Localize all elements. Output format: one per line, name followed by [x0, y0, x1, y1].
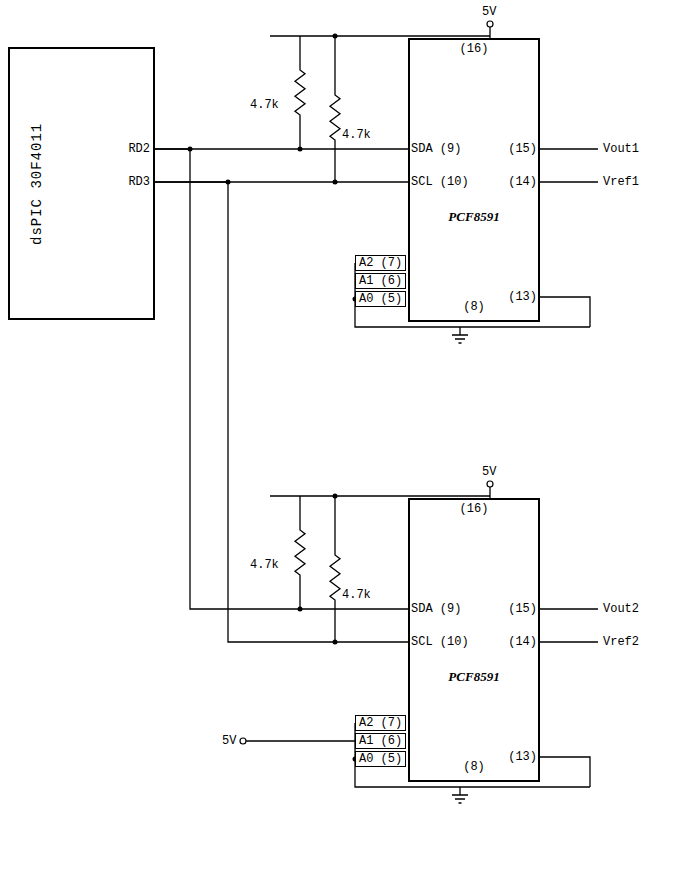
pin-label: A0 (5) [355, 291, 406, 307]
pin-label: A2 (7) [355, 715, 406, 731]
signal-wire [155, 182, 408, 642]
chip-label: dsPIC 30F4011 [30, 122, 44, 244]
pin-label: (14) [508, 175, 537, 189]
signal-label: Vref1 [603, 175, 639, 189]
ground-symbol [452, 795, 468, 803]
ground-wire [355, 723, 590, 795]
pin-label: (15) [508, 602, 537, 616]
microcontroller-box: dsPIC 30F4011 RD2RD3 [8, 47, 155, 320]
signal-label: 4.7k [342, 588, 371, 602]
pin-label: (8) [410, 300, 538, 314]
pin-label: RD2 [128, 142, 150, 156]
signal-label: Vout2 [603, 602, 639, 616]
pin-label: A2 (7) [355, 255, 406, 271]
dac-chip: (16)SDA (9)SCL (10)(15)(14)PCF8591A2 (7)… [408, 38, 540, 322]
chip-label: PCF8591 [410, 210, 538, 224]
pin-label: (13) [508, 290, 537, 304]
signal-label: 4.7k [342, 128, 371, 142]
supply-terminal [487, 481, 493, 487]
pin-label: (15) [508, 142, 537, 156]
signal-label: 5V [222, 734, 236, 748]
ground-symbol [452, 335, 468, 343]
resistor-symbol [295, 496, 305, 609]
resistor-symbol [330, 496, 340, 642]
pin-label: (16) [410, 42, 538, 56]
dac-chip: (16)SDA (9)SCL (10)(15)(14)PCF8591A2 (7)… [408, 498, 540, 782]
pin-label: SCL (10) [411, 635, 469, 649]
supply-wire [270, 487, 490, 498]
pin-label: (14) [508, 635, 537, 649]
signal-label: Vout1 [603, 142, 639, 156]
pin-label: SCL (10) [411, 175, 469, 189]
signal-label: 4.7k [250, 98, 279, 112]
signal-wire [155, 149, 408, 609]
junction-dot [188, 147, 193, 152]
pin-label: SDA (9) [411, 602, 461, 616]
pin-label: (8) [410, 760, 538, 774]
ground-wire [355, 263, 590, 335]
chip-label: PCF8591 [410, 670, 538, 684]
junction-dot [226, 180, 231, 185]
supply-wire [270, 27, 490, 38]
pin-label: RD3 [128, 175, 150, 189]
pin-label: SDA (9) [411, 142, 461, 156]
address-wire [246, 740, 355, 741]
supply-terminal [240, 738, 246, 744]
signal-wire [155, 148, 408, 149]
pin-label: A1 (6) [355, 733, 406, 749]
pin-label: (16) [410, 502, 538, 516]
resistor-symbol [330, 36, 340, 182]
output-wire [540, 609, 598, 642]
signal-label: Vref2 [603, 635, 639, 649]
pin-label: A0 (5) [355, 751, 406, 767]
supply-terminal [487, 21, 493, 27]
signal-label: 5V [482, 465, 496, 479]
output-wire [540, 149, 598, 182]
pin-label: (13) [508, 750, 537, 764]
signal-label: 4.7k [250, 558, 279, 572]
resistor-symbol [295, 36, 305, 149]
signal-label: 5V [482, 5, 496, 19]
pin-label: A1 (6) [355, 273, 406, 289]
